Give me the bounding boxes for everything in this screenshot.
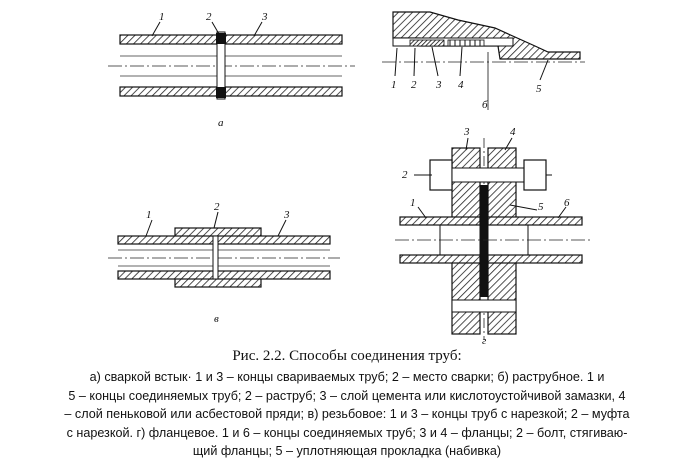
- panel-d-label-5: 5: [538, 201, 544, 213]
- caption-line: 5 – концы соединяемых труб; 2 – раструб;…: [68, 388, 626, 403]
- panel-d-left-flange-top: [451, 147, 481, 219]
- panel-d-flanged-joint: 3 4 2 5 1 6 г: [395, 126, 590, 345]
- panel-b-packing-layer: [447, 39, 485, 47]
- panel-d-label-1: 1: [410, 197, 416, 209]
- panel-d-label-4: 4: [510, 126, 516, 138]
- caption-line: щий фланцы; 5 – уплотняющая прокладка (н…: [192, 444, 502, 458]
- panel-d-bolt-head: [429, 159, 453, 191]
- panel-d-left-flange-bottom: [451, 261, 481, 335]
- panel-c-bottom-wall: [117, 270, 331, 280]
- figure-pipe-joints: 1 2 3 a 1 2 3 4 5 б: [108, 11, 590, 345]
- panel-d-label-2: 2: [402, 169, 408, 181]
- panel-c-label-3: 3: [283, 209, 290, 221]
- panel-a-bottom-wall: [119, 86, 343, 97]
- panel-a-label-3: 3: [261, 11, 268, 23]
- caption-line: а) сваркой встык· 1 и 3 – концы сваривае…: [89, 370, 605, 384]
- caption-line: с нарезкой. г) фланцевое. 1 и 6 – концы …: [66, 425, 628, 440]
- panel-b-label-3: 3: [435, 79, 442, 91]
- panel-d-label-6: 6: [564, 197, 570, 209]
- panel-d-right-flange-bottom: [487, 261, 517, 335]
- panel-c-top-wall: [117, 235, 331, 245]
- panel-d-gasket: [480, 185, 488, 297]
- panel-d-letter: г: [482, 335, 487, 345]
- panel-c-label-1: 1: [146, 209, 152, 221]
- panel-b-cement-layer: [409, 39, 445, 47]
- panel-d-nut: [523, 159, 547, 191]
- panel-b-label-1: 1: [391, 79, 397, 91]
- panel-a-butt-weld: 1 2 3 a: [108, 11, 355, 129]
- panel-d-right-flange-top: [487, 147, 517, 219]
- panel-b-bell: [392, 11, 581, 60]
- figure-caption-body: а) сваркой встык· 1 и 3 – концы сваривае…: [6, 368, 688, 461]
- panel-d-label-3: 3: [463, 126, 470, 138]
- panel-b-bell-joint: 1 2 3 4 5 б: [382, 11, 585, 111]
- panel-b-letter: б: [482, 99, 488, 111]
- panel-b-label-2: 2: [411, 79, 417, 91]
- panel-a-label-2: 2: [206, 11, 212, 23]
- panel-b-label-5: 5: [536, 83, 542, 95]
- panel-d-pipe-right-bottom: [487, 254, 583, 264]
- caption-line: – слой пеньковой или асбестовой пряди; в…: [64, 407, 630, 421]
- panel-c-letter: в: [214, 313, 219, 325]
- panel-b-label-4: 4: [458, 79, 464, 91]
- panel-a-letter: a: [218, 117, 224, 129]
- panel-a-label-1: 1: [159, 11, 165, 23]
- panel-a-weld-seam: [216, 31, 226, 100]
- panel-d-pipe-left-bottom: [399, 254, 481, 264]
- figure-caption-title: Рис. 2.2. Способы соединения труб:: [232, 348, 462, 364]
- panel-a-top-wall: [119, 34, 343, 45]
- panel-c-threaded-joint: 1 2 3 в: [108, 201, 340, 325]
- panel-c-label-2: 2: [214, 201, 220, 213]
- panel-d-bolt-shank: [451, 167, 525, 183]
- panel-d-pipe-left-top: [399, 216, 481, 226]
- panel-d-pipe-right-top: [487, 216, 583, 226]
